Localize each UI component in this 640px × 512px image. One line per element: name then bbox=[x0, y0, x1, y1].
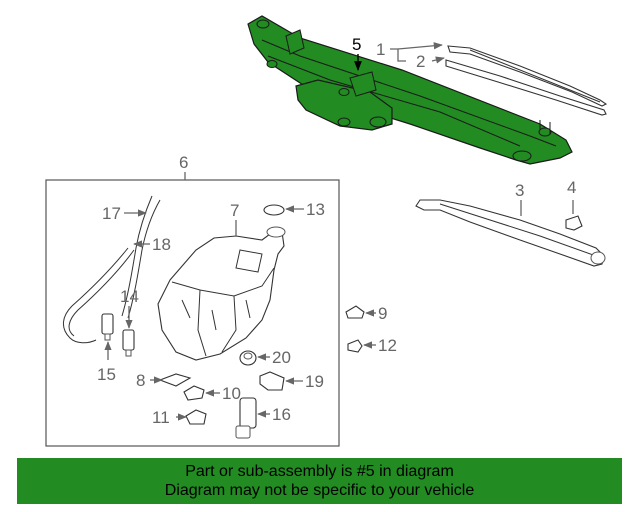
callout-number-12: 12 bbox=[378, 336, 397, 355]
callout-number-9: 9 bbox=[378, 304, 387, 323]
washer-hose-part-18[interactable] bbox=[63, 247, 135, 344]
seal-part-11[interactable] bbox=[185, 409, 207, 425]
callout-number-13: 13 bbox=[306, 200, 325, 219]
seal-part-10[interactable] bbox=[183, 385, 205, 401]
callout-number-5: 5 bbox=[352, 35, 361, 54]
callout-number-16: 16 bbox=[272, 405, 291, 424]
callout-number-4: 4 bbox=[567, 178, 576, 197]
grommet-part-20[interactable] bbox=[239, 350, 257, 366]
washer-pump-part-14[interactable] bbox=[122, 329, 135, 357]
washer-pump-part-16[interactable] bbox=[235, 397, 257, 439]
wiper-blade-part-2[interactable] bbox=[445, 59, 607, 116]
clip-part-12[interactable] bbox=[347, 339, 363, 353]
callout-leader-1 bbox=[390, 48, 406, 62]
grommet-part-9[interactable] bbox=[345, 305, 365, 319]
connector-part-19[interactable] bbox=[259, 371, 285, 391]
callout-number-14: 14 bbox=[120, 287, 139, 306]
callout-number-18: 18 bbox=[152, 235, 171, 254]
notice-line-2: Diagram may not be specific to your vehi… bbox=[164, 482, 475, 499]
parts-diagram: 1 2 5 6 3 4 7 13 17 18 14 15 9 12 20 8 1… bbox=[45, 15, 608, 447]
callout-leader-1-arrow bbox=[397, 42, 443, 50]
callout-number-20: 20 bbox=[272, 348, 291, 367]
callout-number-15: 15 bbox=[97, 365, 116, 384]
filler-cap-part-13[interactable] bbox=[263, 204, 285, 216]
wiper-blade-part-1[interactable] bbox=[447, 45, 608, 107]
pad-part-8[interactable] bbox=[158, 373, 192, 387]
callout-leader-2 bbox=[431, 56, 445, 64]
callout-number-10: 10 bbox=[222, 384, 241, 403]
callout-number-1: 1 bbox=[376, 40, 385, 59]
washer-pump-part-15[interactable] bbox=[101, 313, 114, 341]
callout-number-11: 11 bbox=[152, 408, 170, 427]
notice-line-1: Part or sub-assembly is #5 in diagram bbox=[185, 463, 454, 480]
callout-number-2: 2 bbox=[416, 52, 425, 71]
callout-number-8: 8 bbox=[136, 371, 145, 390]
wiper-arm-part-3[interactable] bbox=[415, 199, 606, 267]
callout-number-3: 3 bbox=[515, 181, 524, 200]
callout-number-6: 6 bbox=[179, 153, 188, 172]
notice-banner: Part or sub-assembly is #5 in diagram Di… bbox=[17, 458, 622, 504]
wiper-transmission-part-5[interactable] bbox=[247, 15, 573, 165]
arm-cap-part-4[interactable] bbox=[565, 215, 583, 231]
callout-number-7: 7 bbox=[230, 201, 239, 220]
callout-number-17: 17 bbox=[102, 204, 121, 223]
callout-number-19: 19 bbox=[305, 372, 324, 391]
